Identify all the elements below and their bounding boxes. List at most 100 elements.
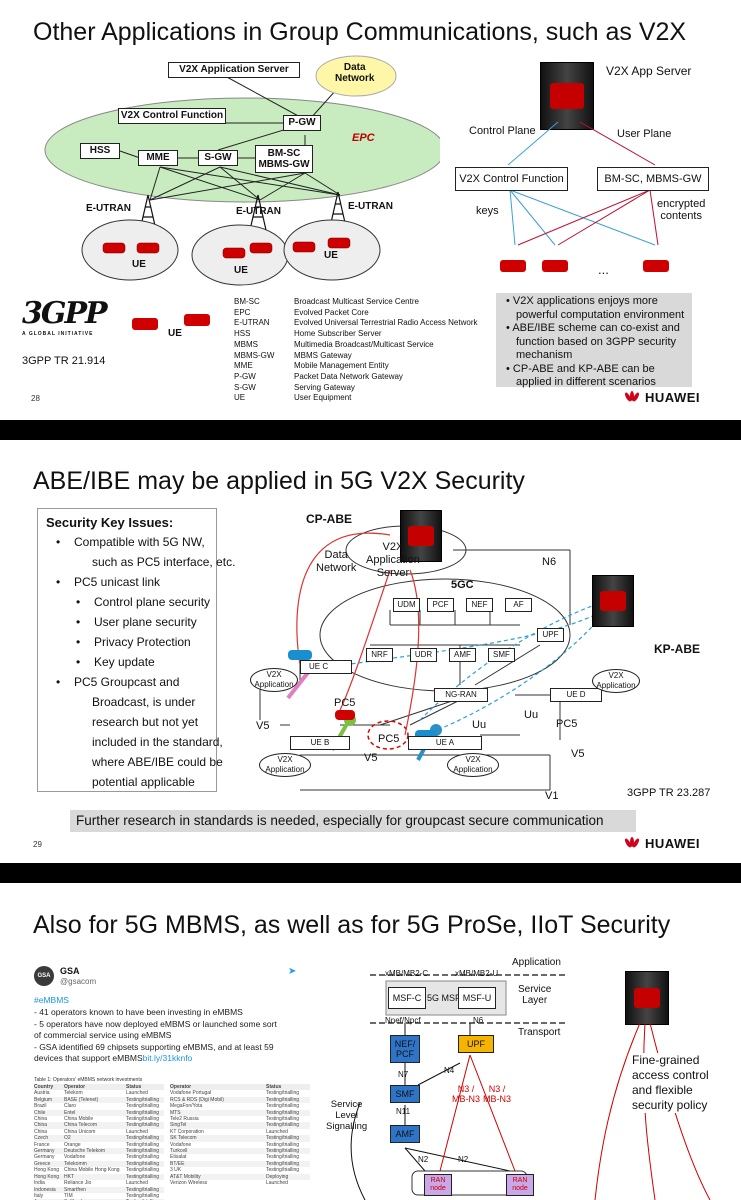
msf-label: 5G MSF [427, 993, 461, 1003]
epc-label: EPC [352, 132, 375, 144]
hss-box: HSS [80, 143, 120, 159]
glossary-definition: Mobile Management Entity [294, 361, 389, 371]
slide-title: Also for 5G MBMS, as well as for 5G ProS… [33, 911, 671, 939]
tweet-table-caption: Table 1: Operators' eMBMS network invest… [34, 1077, 143, 1083]
ellipsis-label: ... [598, 262, 609, 277]
bullet-marker: • [76, 615, 81, 629]
cp-abe-server-icon [400, 510, 442, 562]
legend-ue-label: UE [168, 328, 182, 339]
reference-label: 3GPP TR 23.287 [627, 787, 711, 799]
v2x-app-server-label: V2X Application Server [366, 541, 420, 580]
xmb-u-label: xMB/MB2-U [455, 969, 499, 978]
5gc-label: 5GC [451, 579, 474, 591]
v2x-control-function-box: V2X Control Function [118, 108, 226, 124]
issue-item: •Privacy Protection [46, 632, 208, 652]
glossary-definition: Multimedia Broadcast/Multicast Service [294, 339, 434, 349]
msf-c-box: MSF-C [388, 987, 426, 1009]
tweet-line: - GSA identified 69 chipsets supporting … [34, 1041, 274, 1052]
bullet-2: • ABE/IBE scheme can co-exist and functi… [506, 322, 680, 361]
tweet-line: of commercial service using eMBMS [34, 1030, 172, 1040]
issue-item: •Control plane security [46, 592, 210, 612]
glossary-abbr: EPC [234, 307, 251, 317]
glossary-abbr: BM-SC [234, 297, 260, 306]
cp-abe-label: CP-ABE [306, 512, 353, 526]
glossary-abbr: MBMS-GW [234, 350, 275, 360]
right-flow-diagram [500, 121, 669, 272]
data-network-label: Data Network [316, 549, 357, 575]
slide-title: Other Applications in Group Communicatio… [33, 18, 687, 46]
n11-label: N11 [396, 1107, 411, 1116]
issue-item: research but not yet [92, 715, 199, 729]
glossary-definition: Evolved Packet Core [294, 307, 369, 317]
glossary-definition: Packet Data Network Gateway [294, 371, 403, 381]
ng-ran-box: NG-RAN [434, 688, 488, 702]
glossary-abbr: S-GW [234, 382, 256, 392]
udm-box: UDM [393, 598, 420, 612]
uu-label-2: Uu [524, 709, 539, 721]
glossary-definition: Evolved Universal Terrestrial Radio Acce… [294, 318, 478, 328]
glossary-row: P-GW Packet Data Network Gateway [234, 372, 477, 383]
service-level-signalling-label: Service Level Signalling [326, 1099, 368, 1132]
ue-a-box: UE A [408, 736, 482, 750]
bullet-3: • CP-ABE and KP-ABE can be applied in di… [506, 362, 656, 389]
glossary-abbr: P-GW [234, 371, 256, 381]
bullet-marker: • [76, 635, 81, 649]
slide-separator [0, 863, 741, 883]
huawei-petal-icon [624, 837, 640, 848]
mbms-diagram [350, 974, 566, 1200]
n3-label-2: N3 /MB-N3 [483, 1084, 512, 1104]
glossary-abbr: UE [234, 393, 246, 403]
glossary-abbr: E-UTRAN [234, 318, 270, 328]
tweet-line: - 41 operators known to have been invest… [34, 1007, 243, 1017]
kp-abe-label: KP-ABE [654, 642, 701, 656]
twitter-bird-icon[interactable]: ➤ [288, 966, 297, 977]
pc5-label-1: PC5 [334, 697, 356, 709]
issues-heading: Security Key Issues: [46, 515, 174, 530]
pc5-label-2: PC5 [378, 733, 400, 745]
tweet-hashtag[interactable]: #eMBMS [34, 995, 69, 1005]
n6-label: N6 [473, 1016, 484, 1025]
huawei-logo: HUAWEI [623, 390, 700, 405]
v5-label-1: V5 [256, 720, 270, 732]
right-bmsc-box: BM-SC, MBMS-GW [597, 167, 709, 191]
n7-label: N7 [398, 1070, 409, 1079]
tweet-link[interactable]: bit.ly/31kknfo [142, 1053, 193, 1063]
slide-30: Also for 5G MBMS, as well as for 5G ProS… [0, 883, 741, 1200]
bullet-1: • V2X applications enjoys more powerful … [506, 295, 685, 321]
upf-box: UPF [537, 628, 564, 642]
v2x-app-server-icon [540, 62, 594, 130]
bullet-marker: • [76, 595, 81, 609]
mme-box: MME [138, 150, 178, 166]
nef-pcf-box: NEF/PCF [390, 1035, 420, 1063]
issue-item: •Compatible with 5G NW, [46, 532, 208, 552]
glossary-definition: Home Subscriber Server [294, 329, 382, 339]
nef-box: NEF [466, 598, 493, 612]
keys-label: keys [476, 205, 499, 217]
glossary-row: MME Mobile Management Entity [234, 361, 477, 372]
table-row: RCS & RDS (Digi Mobil)Testing/trialling [170, 1096, 310, 1104]
page-number: 28 [31, 394, 40, 403]
glossary-abbr: MME [234, 361, 253, 371]
bullet-marker: • [56, 535, 61, 549]
kp-abe-server-icon [592, 575, 634, 627]
